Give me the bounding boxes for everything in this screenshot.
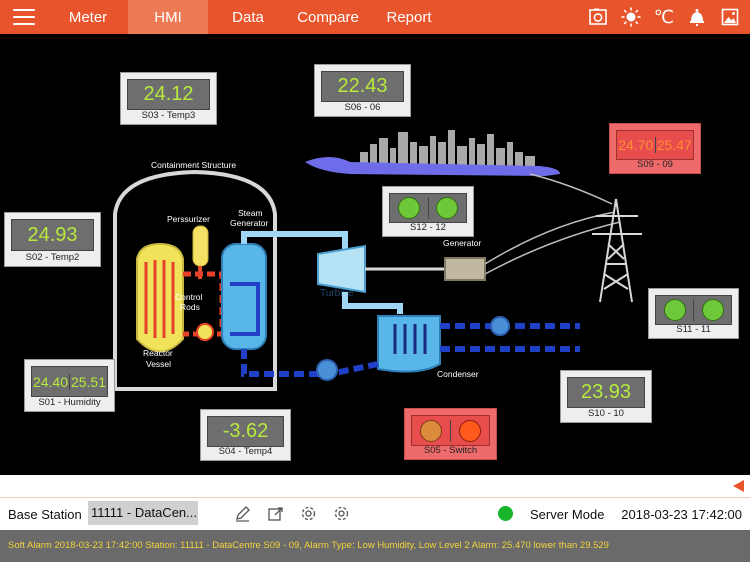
- river-shape: [305, 157, 560, 176]
- svg-text:Control: Control: [175, 292, 203, 302]
- pressurizer: [192, 225, 209, 267]
- sensor-label: S05 - Switch: [423, 445, 478, 456]
- svg-text:Reactor: Reactor: [143, 348, 173, 358]
- station-selector[interactable]: 11111 - DataCen...: [88, 501, 198, 525]
- sensor-value: 23.93: [567, 377, 645, 408]
- sensor-label: S12 - 12: [410, 222, 446, 233]
- status-indicator-on: [436, 197, 459, 219]
- svg-text:Rods: Rods: [180, 302, 200, 312]
- tab-compare[interactable]: Compare: [297, 8, 359, 26]
- city-skyline: [360, 130, 535, 174]
- hamburger-icon: [13, 9, 35, 25]
- sensor-s10[interactable]: 23.93 S10 - 10: [560, 370, 652, 423]
- generator: [444, 257, 486, 281]
- sensor-value: 24.93: [11, 219, 94, 251]
- status-indicator-on: [701, 299, 724, 321]
- sensor-label: S11 - 11: [676, 324, 711, 335]
- sensor-value-1: 24.40: [32, 373, 69, 390]
- status-indicator-on: [397, 197, 420, 219]
- sensor-label: S02 - Temp2: [25, 252, 80, 263]
- sensor-label: S06 - 06: [344, 102, 381, 113]
- sensor-label: S03 - Temp3: [141, 110, 196, 121]
- celsius-icon[interactable]: ℃: [653, 6, 674, 28]
- sensor-value: 22.43: [321, 71, 404, 102]
- sensor-label: S04 - Temp4: [218, 446, 273, 457]
- hmi-canvas: Containment Structure Perssurizer Contro…: [0, 34, 750, 475]
- bell-icon[interactable]: [687, 7, 707, 27]
- containment-structure: [113, 169, 277, 391]
- settings-icon[interactable]: [300, 505, 317, 522]
- image-icon[interactable]: [720, 7, 740, 27]
- condenser: [377, 315, 441, 373]
- sensor-value: -3.62: [207, 416, 284, 447]
- power-pylon: [592, 198, 642, 303]
- sensor-label: S01 - Humidity: [38, 397, 101, 408]
- tab-report[interactable]: Report: [386, 8, 432, 26]
- tab-meter[interactable]: Meter: [68, 8, 108, 26]
- status-indicator-alarm: [459, 419, 481, 442]
- status-indicator-alarm: [420, 419, 442, 442]
- edit-icon[interactable]: [234, 505, 251, 522]
- sensor-s12[interactable]: S12 - 12: [382, 186, 474, 237]
- tab-hmi[interactable]: HMI: [128, 0, 208, 34]
- sensor-value-1: 24.70: [618, 137, 654, 153]
- sensor-s04[interactable]: -3.62 S04 - Temp4: [200, 409, 291, 461]
- station-toolbar: Base Station 11111 - DataCen... Server M…: [0, 498, 750, 530]
- svg-text:Vessel: Vessel: [146, 359, 171, 369]
- base-station-label: Base Station: [8, 507, 82, 522]
- containment-label: Containment Structure: [151, 160, 236, 170]
- sensor-s05[interactable]: S05 - Switch: [404, 408, 497, 460]
- svg-text:Condenser: Condenser: [437, 369, 479, 379]
- sensor-s11[interactable]: S11 - 11: [648, 288, 739, 339]
- server-mode-label: Server Mode: [530, 507, 605, 522]
- alarm-message-bar: Soft Alarm 2018-03-23 17:42:00 Station: …: [0, 530, 750, 562]
- sensor-s02[interactable]: 24.93 S02 - Temp2: [4, 212, 101, 267]
- menu-button[interactable]: [0, 0, 48, 34]
- settings-alt-icon[interactable]: [333, 505, 350, 522]
- sensor-value-2: 25.47: [654, 137, 694, 153]
- sensor-s09[interactable]: 24.70 25.47 S09 - 09: [609, 123, 701, 174]
- sensor-label: S10 - 10: [588, 408, 624, 419]
- current-datetime: 2018-03-23 17:42:00: [621, 507, 742, 522]
- svg-text:Generator: Generator: [230, 218, 268, 228]
- status-indicator-on: [663, 299, 686, 321]
- sensor-s06[interactable]: 22.43 S06 - 06: [314, 64, 411, 117]
- power-plant-diagram: Containment Structure Perssurizer Contro…: [113, 130, 642, 391]
- sensor-value: 24.12: [127, 79, 210, 110]
- camera-icon[interactable]: [588, 7, 608, 27]
- sensor-s03[interactable]: 24.12 S03 - Temp3: [120, 72, 217, 125]
- sensor-s01[interactable]: 24.40 25.51 S01 - Humidity: [24, 359, 115, 412]
- svg-text:Steam: Steam: [238, 208, 263, 218]
- server-status-indicator: [498, 506, 513, 521]
- svg-text:Perssurizer: Perssurizer: [167, 214, 210, 224]
- sensor-label: S09 - 09: [637, 159, 673, 170]
- feedwater-pump: [316, 359, 338, 381]
- sensor-value-2: 25.51: [69, 373, 107, 390]
- collapse-arrow-icon[interactable]: [733, 480, 744, 492]
- turbine: [317, 244, 366, 294]
- export-icon[interactable]: [267, 505, 284, 522]
- svg-text:Generator: Generator: [443, 238, 481, 248]
- top-nav-bar: Meter HMI Data Compare Report ℃: [0, 0, 750, 34]
- reactor-pump: [196, 323, 214, 341]
- svg-text:Turbine: Turbine: [320, 288, 354, 299]
- sun-icon[interactable]: [621, 7, 641, 27]
- panel-separator: [0, 475, 750, 498]
- tab-data[interactable]: Data: [232, 8, 264, 26]
